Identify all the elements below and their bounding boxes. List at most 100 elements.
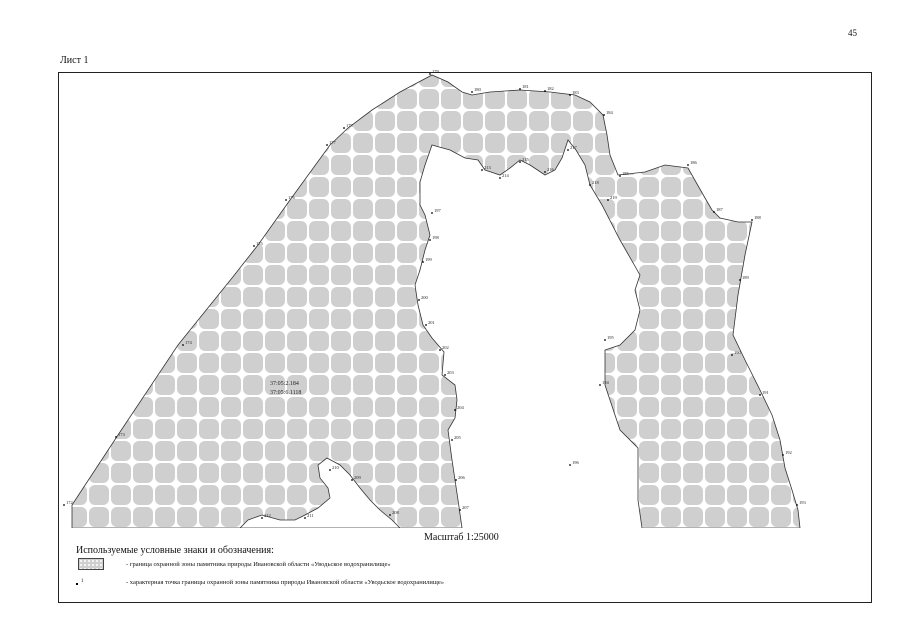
parcel-id-2: 37:05:6.1118 [270, 390, 301, 396]
point-label: 183 [572, 90, 580, 95]
point-label: 190 [734, 350, 742, 355]
boundary-point [261, 517, 263, 519]
boundary-point [603, 114, 605, 116]
point-label: 206 [458, 475, 466, 480]
boundary-point [326, 144, 328, 146]
boundary-point [439, 349, 441, 351]
point-label: 209 [354, 475, 362, 480]
boundary-point [759, 394, 761, 396]
point-label: 184 [606, 110, 614, 115]
protection-zone-left [71, 74, 801, 528]
point-label: 216 [547, 167, 555, 172]
point-label: 219 [610, 195, 618, 200]
point-label: 182 [547, 86, 554, 91]
boundary-point [431, 212, 433, 214]
legend-item-zone-boundary: - граница охранной зоны памятника природ… [126, 561, 391, 568]
boundary-point [567, 149, 569, 151]
point-label: 217 [570, 145, 578, 150]
point-label: 197 [434, 208, 442, 213]
point-label: 189 [742, 275, 750, 280]
point-label: 199 [425, 257, 433, 262]
point-label: 188 [754, 215, 762, 220]
point-label: 207 [462, 505, 470, 510]
boundary-point [782, 454, 784, 456]
point-label: 179 [432, 69, 440, 74]
boundary-point [455, 479, 457, 481]
point-label: 175 [256, 241, 264, 246]
point-label: 213 [484, 165, 492, 170]
point-label: 177 [329, 140, 337, 145]
boundary-point [544, 171, 546, 173]
boundary-point [115, 436, 117, 438]
point-label: 205 [454, 435, 462, 440]
point-label: 191 [762, 390, 769, 395]
point-label: 196 [572, 460, 580, 465]
point-label: 201 [428, 320, 435, 325]
hatched-area-swatch [78, 558, 104, 570]
point-label: 198 [432, 235, 440, 240]
point-label: 192 [785, 450, 792, 455]
point-label: 176 [288, 195, 296, 200]
boundary-point [182, 344, 184, 346]
boundary-point [429, 239, 431, 241]
point-label: 214 [502, 173, 510, 178]
map-frame [58, 72, 872, 603]
boundary-points [63, 73, 798, 519]
point-label: 173 [118, 432, 126, 437]
boundary-point [451, 439, 453, 441]
boundary-point [63, 504, 65, 506]
point-label: 211 [307, 513, 314, 518]
boundary-point [329, 469, 331, 471]
point-label: 181 [522, 84, 529, 89]
point-dot-icon [76, 582, 78, 585]
boundary-point [444, 374, 446, 376]
scale-label: Масштаб 1:25000 [424, 532, 499, 543]
boundary-point [731, 354, 733, 356]
boundary-point [569, 464, 571, 466]
boundary-point [429, 73, 431, 75]
boundary-point [687, 164, 689, 166]
boundary-point [599, 384, 601, 386]
boundary-point [389, 514, 391, 516]
point-label: 172 [66, 500, 73, 505]
boundary-point [607, 199, 609, 201]
boundary-point [739, 279, 741, 281]
point-label: 185 [622, 171, 630, 176]
point-label: 215 [522, 157, 530, 162]
point-label: 174 [185, 340, 193, 345]
boundary-point [285, 199, 287, 201]
point-label: 210 [332, 465, 340, 470]
boundary-point [604, 339, 606, 341]
parcel-id-1: 37:05:2.184 [270, 381, 299, 387]
legend-point-symbol: 1 [76, 579, 84, 587]
boundary-point [454, 409, 456, 411]
page-number: 45 [848, 28, 857, 38]
point-label: 204 [457, 405, 465, 410]
point-label: 193 [799, 500, 807, 505]
boundary-point [589, 184, 591, 186]
boundary-point [519, 88, 521, 90]
boundary-point [471, 91, 473, 93]
boundary-point [422, 261, 424, 263]
boundary-point [343, 127, 345, 129]
boundary-point [519, 161, 521, 163]
point-symbol-label: 1 [81, 579, 84, 584]
boundary-point [304, 517, 306, 519]
point-label: 186 [690, 160, 698, 165]
legend-title: Используемые условные знаки и обозначени… [76, 545, 274, 556]
point-label: 187 [716, 207, 724, 212]
point-label: 195 [607, 335, 615, 340]
boundary-point [351, 479, 353, 481]
boundary-point [425, 324, 427, 326]
point-label: 180 [474, 87, 482, 92]
point-label: 200 [421, 295, 429, 300]
boundary-point [713, 211, 715, 213]
point-label: 203 [447, 370, 455, 375]
boundary-point [569, 94, 571, 96]
point-label: 212 [264, 513, 271, 518]
boundary-point [499, 177, 501, 179]
boundary-point [796, 504, 798, 506]
point-label: 194 [602, 380, 610, 385]
point-label: 178 [346, 123, 354, 128]
